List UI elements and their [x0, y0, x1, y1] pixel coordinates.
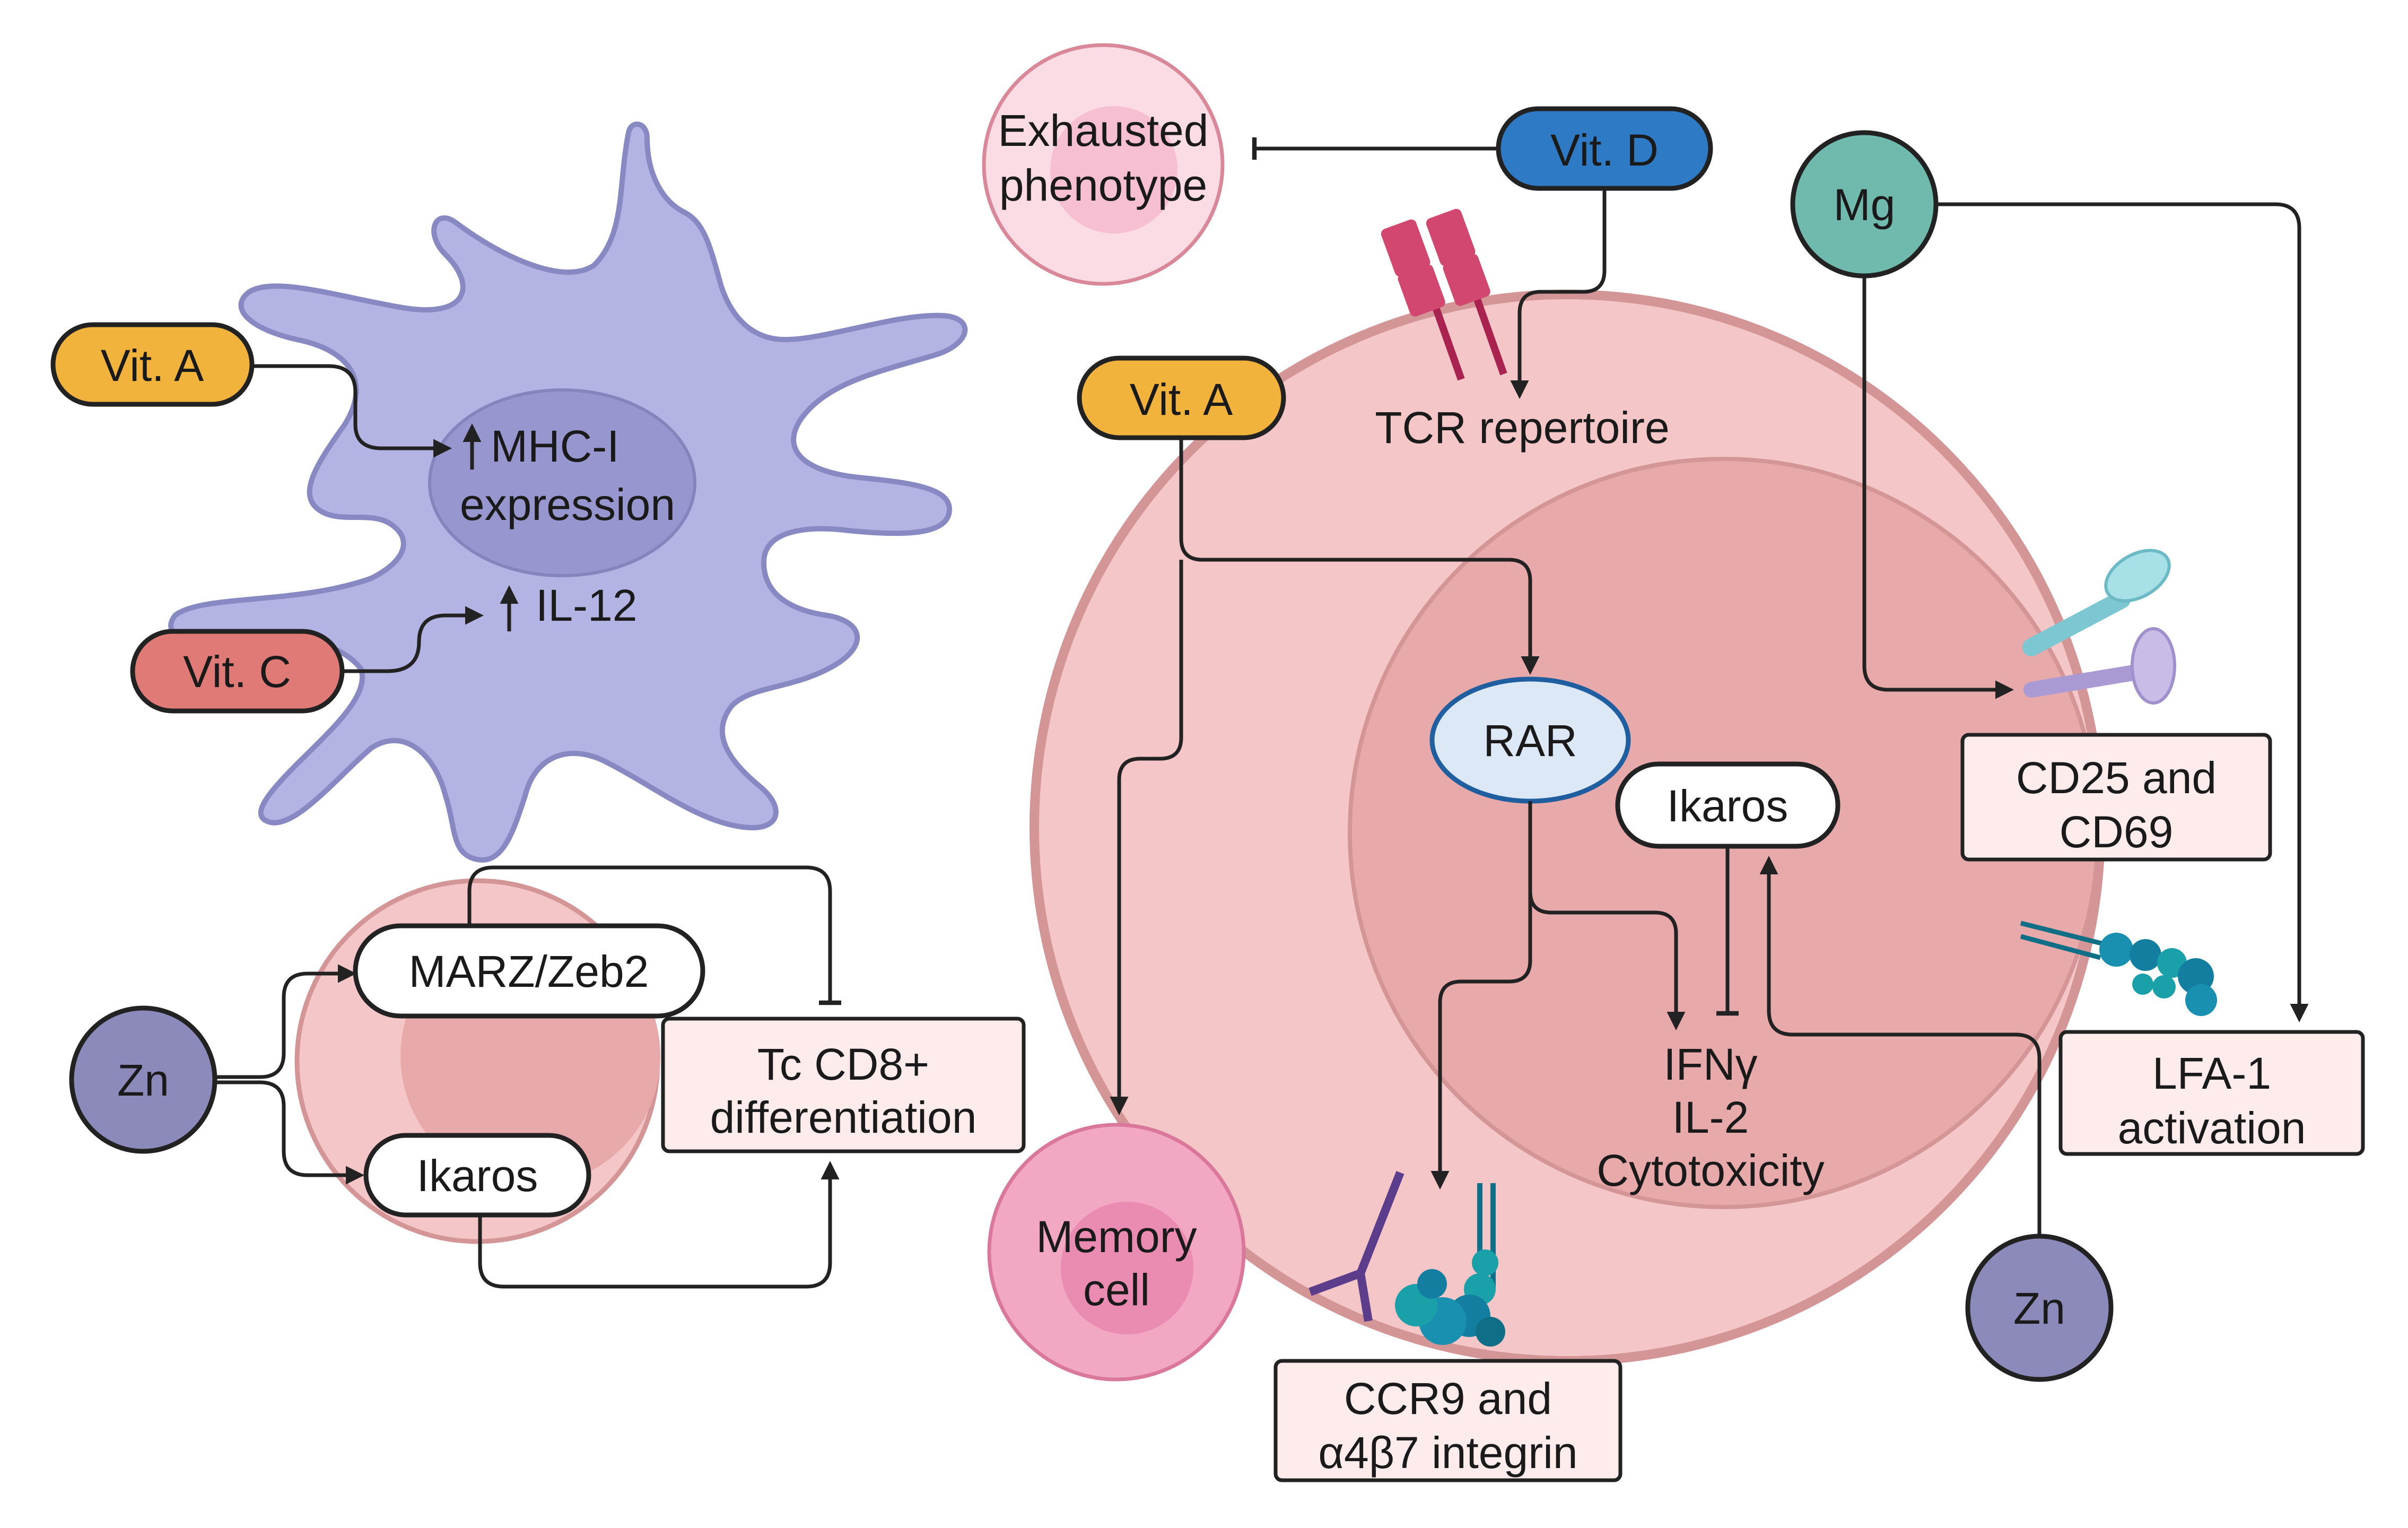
lfa1-box: [2058, 1030, 2365, 1156]
marz-inhibit-line: [467, 865, 841, 1005]
rar-label: RAR: [1483, 716, 1577, 766]
exhausted-line2: phenotype: [999, 160, 1207, 210]
zn-to-ikaros-arrow: [215, 1080, 364, 1185]
cd25-line2: CD69: [2060, 807, 2174, 857]
mg-label: Mg: [1834, 180, 1896, 230]
zn-to-ikaros-arrow: [1759, 856, 2041, 1236]
vit-a-label-main: Vit. A: [1130, 375, 1233, 424]
cd25-receptor-icon: [2022, 549, 2171, 656]
vit-c-to-il12-arrow: [342, 606, 484, 673]
zn-label-left: Zn: [117, 1055, 169, 1105]
rar-to-ifng-arrow: [1528, 801, 1686, 1030]
integrin-icon: [1395, 1183, 1505, 1347]
zn-circle-left: [69, 1005, 217, 1154]
ccr9-line1: CCR9 and: [1344, 1374, 1552, 1423]
lfa1-line1: LFA-1: [2152, 1048, 2271, 1098]
lfa1-receptor-icon: [2020, 921, 2217, 1016]
vit-d-label: Vit. D: [1550, 125, 1659, 175]
memory-line1: Memory: [1036, 1212, 1197, 1262]
cytotox-label: Cytotoxicity: [1596, 1145, 1824, 1195]
mg-to-lfa1-arrow: [1936, 202, 2309, 1022]
ccr9-line2: α4β7 integrin: [1318, 1428, 1577, 1478]
ikaros-label-main: Ikaros: [1667, 781, 1788, 831]
vit-a-to-rar-arrow: [1179, 438, 1540, 675]
il12-label: IL-12: [536, 580, 637, 630]
cd25-line1: CD25 and: [2016, 753, 2217, 803]
zn-label-right: Zn: [2013, 1283, 2065, 1333]
marz-pill: [353, 923, 705, 1019]
vit-a-to-memory-arrow: [1110, 560, 1183, 1115]
tcr-receptor-icon: [1381, 209, 1507, 381]
tc-diff-line1: Tc CD8+: [757, 1039, 929, 1089]
ikaros-label-left: Ikaros: [417, 1151, 538, 1201]
il2-label: IL-2: [1672, 1092, 1749, 1142]
cd25-box: [1960, 733, 2272, 862]
ifng-label: IFNγ: [1663, 1039, 1757, 1089]
tcr-label: TCR repertoire: [1375, 403, 1669, 453]
exhausted-line1: Exhausted: [998, 106, 1209, 155]
vit-a-to-mhc-arrow: [252, 364, 452, 458]
ccr9-receptor-icon: [1308, 1171, 1404, 1322]
vit-a-label-dc: Vit. A: [101, 341, 204, 390]
mhc-label-line1: MHC-I: [491, 421, 620, 471]
rar-to-ccr9-arrow: [1430, 801, 1532, 1190]
lfa1-line2: activation: [2118, 1103, 2306, 1153]
exhausted-cell-nucleus: [1050, 106, 1177, 233]
vit-d-to-tcr-arrow: [1510, 188, 1607, 399]
memory-cell-nucleus: [1061, 1202, 1193, 1334]
vit-c-label: Vit. C: [183, 647, 291, 697]
ccr9-box: [1273, 1359, 1622, 1482]
zn-to-marz-arrow: [215, 964, 356, 1079]
mhc-label-line2: expression: [460, 480, 675, 529]
memory-line2: cell: [1083, 1265, 1150, 1315]
marz-label: MARZ/Zeb2: [409, 947, 649, 996]
cd69-receptor-icon: [2023, 627, 2176, 705]
ikaros-to-tc-arrow: [478, 1161, 840, 1289]
tc-diff-line2: differentiation: [710, 1092, 977, 1142]
dendritic-nucleus: [428, 388, 696, 577]
ikaros-pill-left: [363, 1133, 591, 1218]
dendritic-cell: [168, 121, 968, 863]
tc-diff-box: [661, 1017, 1026, 1153]
mg-to-cd25-arrow: [1862, 276, 2014, 699]
